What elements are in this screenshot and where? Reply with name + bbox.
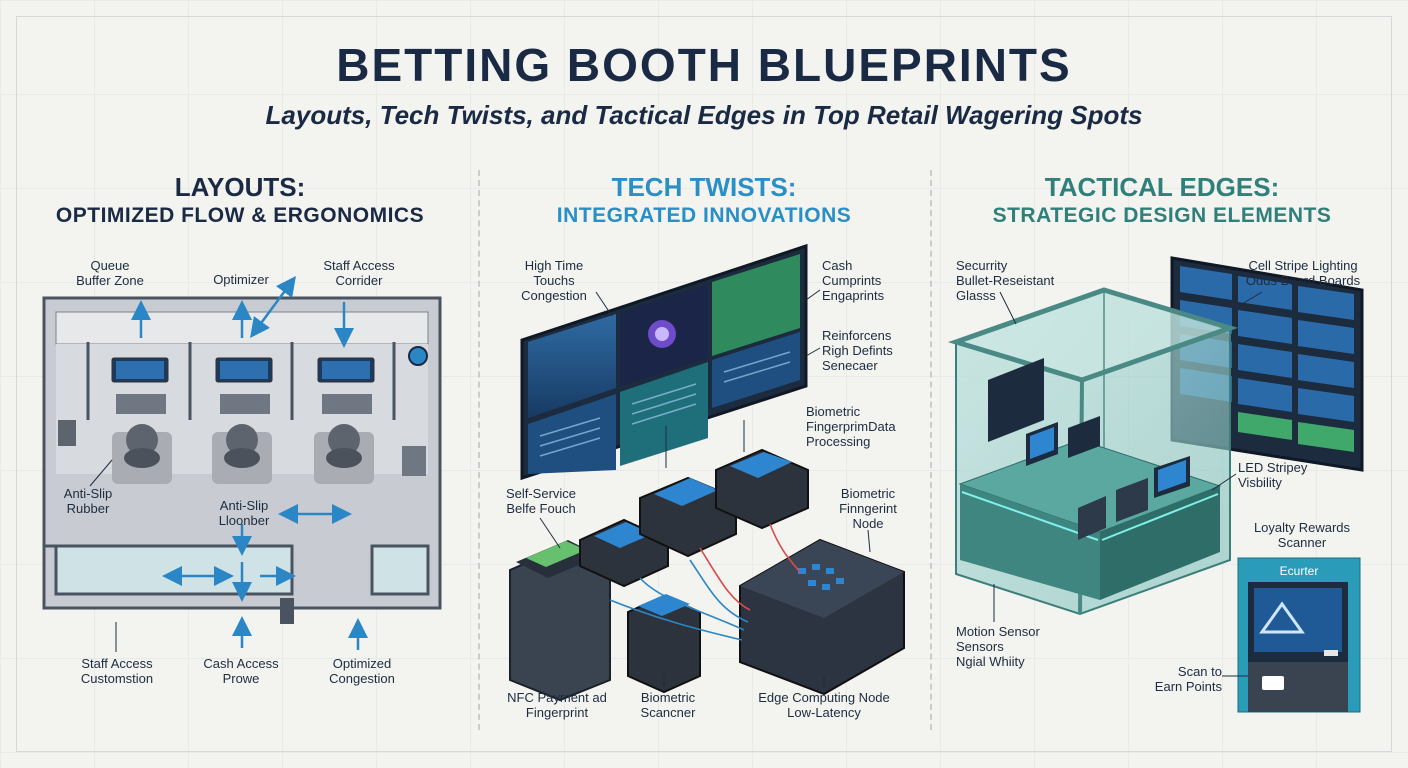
label-motion-sensor: Motion Sensor Sensors Ngial Whiity [956,624,1040,669]
biometric-terminal [639,476,737,558]
label-anti-slip-floor: Anti-Slip Lloonber [218,498,270,528]
booth-monitor [215,357,273,383]
video-wall [520,243,808,481]
terminal-cables [609,523,801,641]
label-queue-buffer: Queue Buffer Zone [76,258,144,288]
label-led-stripey: LED Stripey Visbility [1238,460,1308,490]
chair [112,424,172,484]
label-biometric-data: Biometric FingerprimData Processing [806,404,896,449]
label-security-glass: Securrity Bullet-Reseistant Glasss [956,258,1055,303]
biometric-scanner-device [627,594,701,694]
label-staff-corridor: Staff Access Corrider [323,258,395,288]
layouts-heading: LAYOUTS: [174,172,306,202]
label-self-service: Self-Service Belfe Fouch [505,486,577,516]
label-optimized-congestion: Optimized Congestion [329,656,395,686]
label-edge-node: Edge Computing Node Low-Latency [758,690,890,720]
biometric-terminal [715,448,809,530]
kiosk-header: Ecurter [1279,564,1319,578]
layout-leader-lines [89,459,117,652]
tactical-heading: TACTICAL EDGES: [1044,172,1280,202]
page-title: BETTING BOOTH BLUEPRINTS [336,39,1072,91]
label-cell-stripe: Cell Stripe Lighting Odds Board Boards [1245,258,1361,288]
page-subtitle: Layouts, Tech Twists, and Tactical Edges… [265,100,1143,130]
tech-heading: TECH TWISTS: [611,172,797,202]
label-scan-to-earn: Scan to Earn Points [1154,664,1222,694]
tech-leader-lines [539,289,871,688]
section-divider-left [478,170,480,730]
label-cash-cumprints: Cash Cumprints Engaprints [822,258,885,303]
label-anti-slip-rubber: Anti-Slip Rubber [63,486,113,516]
label-reinforcens: Reinforcens Righ Defints Senecaer [822,328,893,373]
label-biometric-scanner: Biometric Scancner [640,690,696,720]
loyalty-kiosk [1237,557,1361,713]
chair [212,424,272,484]
layouts-subheading: OPTIMIZED FLOW & ERGONOMICS [55,204,425,227]
booth-monitor [111,357,169,383]
label-nfc-payment: NFC Payment ad Fingerprint [507,690,607,720]
tactical-leader-lines [993,291,1263,677]
label-optimizer: Optimizer [213,272,269,287]
booth-monitor [317,357,375,383]
payment-terminal [509,540,611,702]
chair [314,424,374,484]
label-cash-access: Cash Access Prowe [203,656,279,686]
edge-computing-node [739,538,905,696]
section-divider-right [930,170,932,730]
flow-arrows [131,275,368,650]
tech-subheading: INTEGRATED INNOVATIONS [556,204,852,227]
glass-booth [947,287,1239,616]
label-high-time: High Time Touchs Congestion [521,258,587,303]
page-frame [16,16,1392,752]
label-loyalty: Loyalty Rewards Scanner [1253,520,1351,550]
tactical-subheading: STRATEGIC DESIGN ELEMENTS [992,204,1332,227]
label-biometric-node: Biometric Finngerint Node [839,486,897,531]
label-staff-custom: Staff Access Customstion [80,656,154,686]
